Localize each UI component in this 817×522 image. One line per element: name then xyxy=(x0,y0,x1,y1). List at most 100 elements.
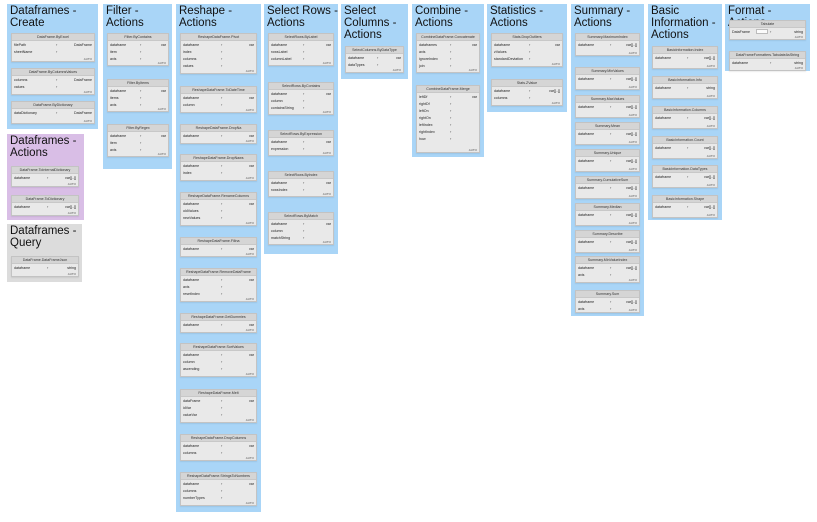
input-port[interactable]: dataframe xyxy=(183,95,200,100)
input-port[interactable]: dataframe xyxy=(655,55,672,60)
input-port[interactable]: rowsIndex xyxy=(271,187,288,192)
input-port[interactable]: leftOn xyxy=(419,108,429,113)
input-port[interactable]: dataframe xyxy=(578,185,595,190)
output-port[interactable]: var[]..[] xyxy=(626,158,637,163)
output-port[interactable]: var xyxy=(249,42,254,47)
input-port[interactable]: dataframe xyxy=(578,265,595,270)
input-port[interactable]: columns xyxy=(183,450,197,455)
input-port[interactable]: dataframe xyxy=(110,88,127,93)
input-port[interactable]: axis xyxy=(578,272,585,277)
output-port[interactable]: string xyxy=(794,29,803,34)
input-port[interactable]: dataframe xyxy=(183,163,200,168)
output-port[interactable]: var[]..[] xyxy=(704,204,715,209)
input-port[interactable]: dataframe xyxy=(348,55,365,60)
input-port[interactable]: dataframe xyxy=(655,85,672,90)
output-port[interactable]: var xyxy=(161,42,166,47)
input-port[interactable]: how xyxy=(419,136,426,141)
input-port[interactable]: dataframe xyxy=(271,91,288,96)
input-port[interactable]: columnLabel xyxy=(271,56,292,61)
input-port[interactable]: rightDf xyxy=(419,101,430,106)
input-port[interactable]: items xyxy=(110,95,119,100)
output-port[interactable]: var xyxy=(161,88,166,93)
input-port[interactable]: leftIndex xyxy=(419,122,433,127)
output-port[interactable]: string xyxy=(706,85,715,90)
input-port[interactable]: columns xyxy=(183,56,197,61)
input-port[interactable]: dataframe xyxy=(578,299,595,304)
input-port[interactable]: filePath xyxy=(14,42,26,47)
input-port[interactable]: axis xyxy=(110,147,117,152)
output-port[interactable]: var xyxy=(472,94,477,99)
output-port[interactable]: var xyxy=(249,277,254,282)
input-port[interactable]: leftDf xyxy=(419,94,428,99)
output-port[interactable]: var[]..[] xyxy=(626,265,637,270)
input-port[interactable]: ignoreIndex xyxy=(419,56,438,61)
input-port[interactable]: column xyxy=(183,102,195,107)
input-port[interactable]: dataframe xyxy=(732,60,749,65)
input-port[interactable]: dataframe xyxy=(578,76,595,81)
input-port[interactable]: index xyxy=(183,49,192,54)
input-port[interactable]: dataframe xyxy=(494,88,511,93)
output-port[interactable]: var xyxy=(396,55,401,60)
output-port[interactable]: var xyxy=(249,201,254,206)
output-port[interactable]: string xyxy=(794,60,803,65)
output-port[interactable]: var xyxy=(161,133,166,138)
input-port[interactable]: dataframe xyxy=(655,174,672,179)
input-port[interactable]: containsString xyxy=(271,105,294,110)
output-port[interactable]: var xyxy=(249,133,254,138)
output-port[interactable]: var xyxy=(249,95,254,100)
output-port[interactable]: var[]..[] xyxy=(626,76,637,81)
input-port[interactable]: dataframe xyxy=(183,42,200,47)
input-port[interactable]: column xyxy=(271,98,283,103)
input-port[interactable]: axis xyxy=(183,284,190,289)
output-port[interactable]: var[]..[] xyxy=(626,42,637,47)
output-port[interactable]: var xyxy=(472,42,477,47)
input-port[interactable]: valueVar xyxy=(183,412,197,417)
output-port[interactable]: var xyxy=(326,180,331,185)
output-port[interactable]: DataFrame xyxy=(74,77,92,82)
input-port[interactable]: expression xyxy=(271,146,289,151)
output-port[interactable]: var[]..[] xyxy=(626,212,637,217)
input-port[interactable]: dataframe xyxy=(271,221,288,226)
input-port[interactable]: dataframes xyxy=(419,42,437,47)
input-port[interactable]: DataFrame xyxy=(732,29,750,34)
value-field[interactable] xyxy=(756,29,768,34)
input-port[interactable]: newValues xyxy=(183,215,201,220)
input-port[interactable]: values xyxy=(14,84,25,89)
output-port[interactable]: var xyxy=(249,246,254,251)
output-port[interactable]: var[]..[] xyxy=(704,145,715,150)
input-port[interactable]: axis xyxy=(110,56,117,61)
input-port[interactable]: dataframe xyxy=(183,201,200,206)
output-port[interactable]: var xyxy=(249,322,254,327)
input-port[interactable]: dataframe xyxy=(14,175,31,180)
input-port[interactable]: column xyxy=(271,228,283,233)
input-port[interactable]: dataframe xyxy=(655,115,672,120)
input-port[interactable]: columns xyxy=(183,488,197,493)
output-port[interactable]: var xyxy=(326,91,331,96)
input-port[interactable]: dataTypes xyxy=(348,62,365,67)
